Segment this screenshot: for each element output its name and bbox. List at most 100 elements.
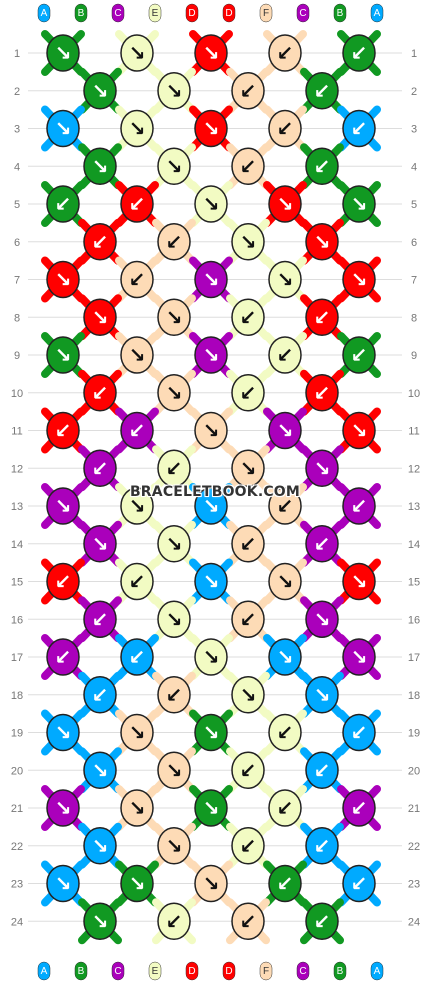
knot-arrow: ↘ [314, 456, 331, 480]
knot [305, 223, 339, 261]
knot-arrow: ↙ [240, 834, 257, 858]
row-number-left: 5 [14, 199, 20, 211]
knot [83, 600, 117, 638]
knot-arrow: ↙ [351, 494, 368, 518]
knot-arrow: ↘ [55, 796, 72, 820]
bottom-strand-label: A [41, 966, 48, 977]
row-number-right: 3 [411, 124, 417, 136]
bottom-strand-label-tab [370, 961, 384, 981]
knot [342, 109, 376, 148]
knot [194, 638, 228, 676]
knot-arrow: ↘ [203, 117, 220, 141]
knot [342, 713, 376, 752]
knot-arrow: ↙ [277, 117, 294, 141]
knot-arrow: ↘ [92, 532, 109, 556]
knot-arrow: ↙ [351, 721, 368, 745]
knot-arrow: ↘ [55, 268, 72, 292]
bottom-strand-label: C [114, 966, 121, 977]
knot-arrow: ↘ [203, 872, 220, 896]
knot [268, 562, 302, 601]
knot-arrow: ↘ [203, 721, 220, 745]
bottom-strand-label-tab [74, 961, 88, 981]
knot [157, 676, 191, 714]
knot [120, 562, 154, 601]
knot [83, 374, 117, 412]
bottom-strand-label-tab [111, 961, 125, 981]
knot [231, 147, 265, 185]
knot [305, 525, 339, 563]
knot [120, 185, 154, 223]
top-strand-label-tab [185, 3, 199, 23]
knot [194, 336, 228, 374]
knot [305, 298, 339, 336]
knot-arrow: ↙ [92, 230, 109, 254]
row-number-left: 17 [11, 652, 23, 664]
top-strand-label-tab [148, 3, 162, 23]
knot-arrow: ↙ [55, 645, 72, 669]
knot-arrow: ↙ [314, 154, 331, 178]
knot [342, 864, 376, 903]
knot-arrow: ↘ [203, 192, 220, 216]
knot-arrow: ↘ [166, 305, 183, 329]
knot [342, 34, 376, 72]
knot-arrow: ↙ [314, 532, 331, 556]
knot [305, 676, 339, 714]
knot [342, 336, 376, 374]
knot-arrow: ↘ [55, 41, 72, 65]
row-number-left: 16 [11, 614, 23, 626]
knot-arrow: ↘ [351, 645, 368, 669]
top-strand-label: C [299, 8, 306, 19]
knot [83, 751, 117, 789]
row-number-left: 11 [11, 426, 22, 438]
knot-arrow: ↘ [314, 230, 331, 254]
knot [46, 487, 80, 525]
knot [231, 827, 265, 865]
knot-arrow: ↙ [351, 117, 368, 141]
knot-arrow: ↙ [166, 456, 183, 480]
knot-arrow: ↘ [55, 721, 72, 745]
row-number-right: 10 [408, 388, 420, 400]
row-number-right: 13 [408, 501, 420, 513]
row-number-left: 22 [11, 841, 23, 853]
top-strand-label: A [374, 8, 381, 19]
knot-arrow: ↙ [129, 268, 146, 292]
bottom-strand-label-tab [148, 961, 162, 981]
bottom-strand-label-tab [222, 961, 236, 981]
knot-arrow: ↘ [277, 268, 294, 292]
knot [342, 638, 376, 676]
knot [231, 751, 265, 789]
knot [83, 525, 117, 563]
knot [305, 600, 339, 638]
knot-arrow: ↙ [277, 343, 294, 367]
knot-arrow: ↘ [92, 79, 109, 103]
knot-arrow: ↘ [55, 343, 72, 367]
knot [46, 260, 80, 299]
bottom-strand-label: A [374, 966, 381, 977]
knot [231, 223, 265, 261]
knot [46, 336, 80, 374]
knot-arrow: ↘ [129, 494, 146, 518]
knot-arrow: ↙ [351, 796, 368, 820]
knot-arrow: ↙ [129, 419, 146, 443]
knot [231, 449, 265, 487]
bottom-strand-label: B [337, 966, 344, 977]
row-number-right: 21 [408, 803, 420, 815]
knot-arrow: ↙ [277, 796, 294, 820]
knot [305, 827, 339, 865]
knot [120, 109, 154, 148]
bottom-strand-label: D [225, 966, 232, 977]
row-number-right: 22 [408, 841, 420, 853]
knot-arrow: ↙ [277, 41, 294, 65]
row-number-left: 2 [14, 86, 20, 98]
bottom-strand-label-tab [37, 961, 51, 981]
row-number-right: 20 [408, 765, 420, 777]
knot [194, 109, 228, 148]
knot-arrow: ↙ [240, 154, 257, 178]
top-strand-label: A [41, 8, 48, 19]
knot-arrow: ↙ [240, 305, 257, 329]
knot-arrow: ↙ [314, 758, 331, 782]
row-number-right: 14 [408, 539, 420, 551]
bottom-strand-label: E [152, 966, 159, 977]
